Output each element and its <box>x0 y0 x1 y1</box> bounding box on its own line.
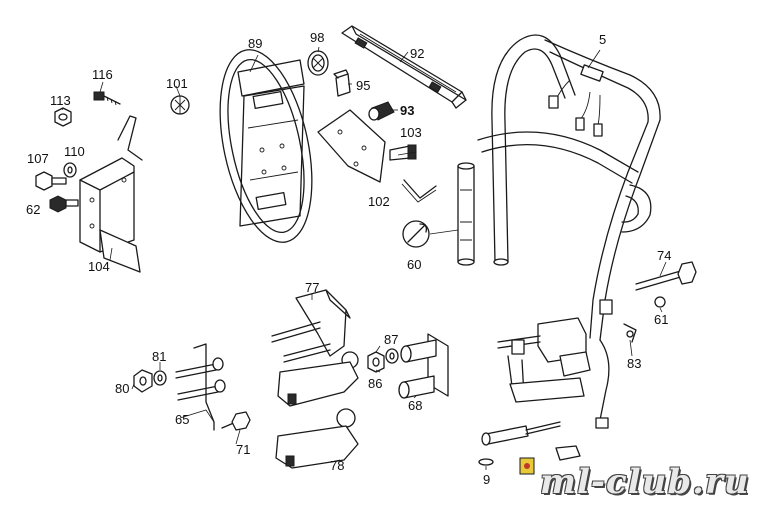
callout-80: 80 <box>115 381 130 396</box>
callout-86: 86 <box>368 376 383 391</box>
callout-110: 110 <box>64 144 85 159</box>
part-80-nut <box>133 369 153 393</box>
callout-61: 61 <box>654 312 669 327</box>
callout-68: 68 <box>408 398 423 413</box>
part-9-gas-strut <box>478 421 581 475</box>
callout-93: 93 <box>400 103 415 118</box>
part-110-washer <box>63 162 77 178</box>
callout-87: 87 <box>384 332 399 347</box>
callout-78: 78 <box>330 458 345 473</box>
part-101-disc <box>170 95 190 115</box>
watermark-text: ml-club.ru <box>540 462 750 502</box>
part-89-wheel-carrier <box>219 49 313 243</box>
part-68-plate <box>398 333 449 399</box>
callout-107: 107 <box>27 151 49 166</box>
part-71-bolt <box>221 411 251 431</box>
part-104-bracket <box>79 115 143 273</box>
callout-5: 5 <box>599 32 607 47</box>
part-62-bolt <box>49 195 79 213</box>
callout-62: 62 <box>26 202 41 217</box>
callout-71: 71 <box>236 442 251 457</box>
part-77-hinge <box>271 289 359 407</box>
callout-92: 92 <box>410 46 425 61</box>
part-92-light-strip <box>341 25 467 109</box>
part-95-clip <box>333 69 351 97</box>
part-60-wrench <box>402 162 475 266</box>
callout-89: 89 <box>248 36 263 51</box>
callout-113: 113 <box>50 93 71 108</box>
callout-83: 83 <box>627 356 642 371</box>
callout-98: 98 <box>310 30 325 45</box>
part-5-carrier-frame <box>477 34 661 341</box>
callout-116: 116 <box>92 67 113 82</box>
callout-95: 95 <box>356 78 371 93</box>
part-116-screw <box>93 91 121 106</box>
callout-102: 102 <box>368 194 390 209</box>
part-87-washer <box>385 348 399 364</box>
callout-77: 77 <box>305 280 320 295</box>
part-65-studs <box>175 343 226 431</box>
part-78-hinge <box>275 408 359 469</box>
part-102-allen-key <box>401 179 437 203</box>
part-74-bolt <box>635 261 697 291</box>
part-107-bolt <box>35 171 67 191</box>
part-98-cap <box>307 50 329 76</box>
part-86-nut <box>367 351 385 373</box>
callout-65: 65 <box>175 412 190 427</box>
leader-lines <box>61 46 667 470</box>
callout-9: 9 <box>483 472 491 487</box>
callout-81: 81 <box>152 349 167 364</box>
plate-bracket <box>317 109 386 183</box>
callout-74: 74 <box>657 248 672 263</box>
callout-104: 104 <box>88 259 110 274</box>
callout-101: 101 <box>166 76 188 91</box>
latch-mechanism <box>497 317 610 429</box>
part-61-clip <box>654 296 666 308</box>
callout-60: 60 <box>407 257 422 272</box>
part-103-bolt <box>389 144 417 161</box>
part-113-nut <box>54 107 72 127</box>
part-83-clip <box>623 323 637 343</box>
callout-103: 103 <box>400 125 422 140</box>
part-81-washer <box>153 370 167 386</box>
part-93-plug <box>368 101 395 121</box>
